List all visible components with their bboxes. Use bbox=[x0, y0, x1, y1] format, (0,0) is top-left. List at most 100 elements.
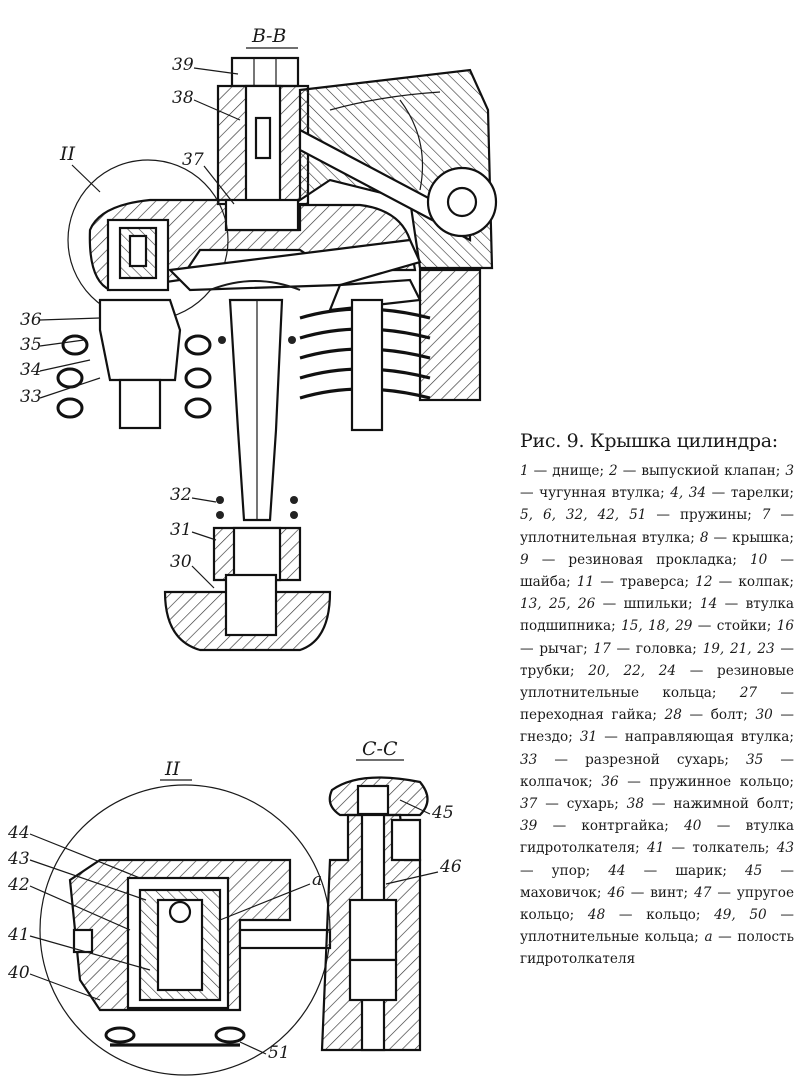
legend-text: — упругое кольцо; bbox=[520, 884, 795, 924]
legend-item: а — полость гидротолкателя bbox=[520, 929, 794, 967]
legend-number: 3 bbox=[785, 463, 794, 479]
callout-42: 42 bbox=[7, 875, 30, 895]
legend-item: 45 — маховичок; bbox=[520, 863, 794, 901]
legend-text: — втулка подшипника; bbox=[520, 596, 794, 635]
left-valve-stem bbox=[118, 378, 162, 430]
legend-number: 12 bbox=[695, 574, 713, 591]
main-section-view: В-В II bbox=[56, 25, 498, 652]
legend-text: — рычаг; bbox=[520, 640, 594, 657]
legend-text: — резиновые уплотнительные кольца; bbox=[520, 662, 794, 702]
legend-number: 47 bbox=[694, 884, 712, 901]
legend-item: 17 — головка; bbox=[593, 641, 702, 657]
callout-51: 51 bbox=[268, 1043, 290, 1063]
legend-text: — полость гидротолкателя bbox=[520, 929, 794, 968]
legend-text: — болт; bbox=[681, 707, 756, 724]
legend-number: 16 bbox=[776, 618, 795, 635]
right-housing bbox=[418, 268, 482, 402]
legend-text: — нажимной болт; bbox=[643, 796, 794, 813]
lever-arm bbox=[298, 128, 472, 242]
callout-41: 41 bbox=[7, 925, 30, 945]
legend-number: 45 bbox=[745, 862, 763, 879]
legend-number: 38 bbox=[626, 796, 644, 813]
legend-number: 39 bbox=[520, 818, 538, 835]
pushrod bbox=[228, 298, 284, 522]
legend-item: 43 — упор; bbox=[520, 840, 794, 878]
detail-label: II bbox=[164, 758, 181, 780]
legend-number: 13, 25, 26 bbox=[520, 596, 596, 613]
legend-item: 19, 21, 23 — трубки; bbox=[520, 641, 794, 679]
legend-item: 44 — шарик; bbox=[608, 863, 745, 879]
legend-text: — переходная гайка; bbox=[520, 685, 794, 724]
legend-number: 37 bbox=[520, 796, 538, 813]
legend-item: 20, 22, 24 — резиновые уплотнительные ко… bbox=[520, 663, 794, 701]
right-valve-stem bbox=[350, 298, 384, 432]
callout-44: 44 bbox=[7, 823, 30, 843]
legend-text: — гнездо; bbox=[520, 707, 794, 746]
traverse bbox=[167, 238, 422, 292]
section-cc-view: С-С bbox=[320, 738, 429, 1052]
legend-text: — стойки; bbox=[692, 618, 777, 635]
caption-title: Рис. 9. Крышка цилиндра: bbox=[520, 430, 778, 452]
callout-33: 33 bbox=[20, 387, 42, 407]
legend-item: 31 — направляющая втулка; bbox=[580, 729, 794, 745]
legend-text: — тарелки; bbox=[706, 485, 794, 502]
legend-item: 37 — сухарь; bbox=[520, 796, 627, 812]
legend-text: — упор; bbox=[520, 862, 609, 879]
legend-item: 9 — резиновая прокладка; bbox=[520, 552, 750, 568]
left-spring bbox=[56, 334, 212, 419]
legend-number: 17 bbox=[593, 640, 611, 657]
legend-item: 4, 34 — тарелки; bbox=[670, 485, 794, 501]
callout-39: 39 bbox=[172, 55, 194, 75]
legend-number: 49, 50 bbox=[714, 907, 767, 924]
callout-38: 38 bbox=[172, 88, 194, 108]
legend-item: 49, 50 — уплотнительные кольца; bbox=[520, 907, 794, 945]
section-label-cc: С-С bbox=[362, 738, 398, 760]
left-valve-cap bbox=[98, 298, 182, 382]
legend-text: — пружинное кольцо; bbox=[618, 773, 794, 790]
legend-item: 2 — выпускиой клапан; bbox=[609, 463, 785, 479]
legend-text: — уплотнительные кольца; bbox=[520, 907, 794, 946]
legend-number: 15, 18, 29 bbox=[621, 618, 693, 635]
detail-callout-label: II bbox=[59, 143, 76, 165]
caption-legend: 1 — днище; 2 — выпускиой клапан; 3 — чуг… bbox=[520, 460, 794, 971]
legend-number: 44 bbox=[608, 862, 626, 879]
callout-31: 31 bbox=[170, 520, 192, 540]
ball bbox=[168, 900, 192, 924]
legend-text: — направляющая втулка; bbox=[597, 729, 794, 746]
legend-item: 36 — пружинное кольцо; bbox=[601, 774, 794, 790]
legend-number: 36 bbox=[601, 773, 619, 790]
callout-45: 45 bbox=[431, 803, 454, 823]
callout-a: а bbox=[312, 870, 322, 890]
legend-number: 27 bbox=[739, 685, 758, 702]
legend-text: — шпильки; bbox=[595, 596, 700, 613]
legend-item: 13, 25, 26 — шпильки; bbox=[520, 596, 700, 612]
legend-number: 19, 21, 23 bbox=[702, 640, 775, 657]
legend-item: 8 — крышка; bbox=[700, 530, 794, 546]
legend-text: — винт; bbox=[624, 884, 695, 901]
legend-text: — уплотнительная втулка; bbox=[520, 507, 795, 546]
legend-number: 9 bbox=[520, 551, 529, 568]
callout-37: 37 bbox=[182, 150, 204, 170]
legend-item: 46 — винт; bbox=[607, 885, 694, 901]
legend-item: 28 — болт; bbox=[665, 707, 756, 723]
legend-number: 46 bbox=[607, 884, 625, 901]
legend-item: 41 — толкатель; bbox=[647, 840, 777, 856]
legend-item: 12 — колпак; bbox=[695, 574, 794, 590]
legend-number: а bbox=[704, 929, 713, 946]
callout-36: 36 bbox=[20, 310, 42, 330]
legend-text: — втулка гидротолкателя; bbox=[520, 818, 794, 857]
legend-item: 27 — переходная гайка; bbox=[520, 685, 794, 723]
legend-item: 48 — кольцо; bbox=[588, 907, 714, 923]
legend-number: 11 bbox=[576, 574, 595, 591]
legend-text: — сухарь; bbox=[537, 796, 627, 813]
legend-text: — головка; bbox=[610, 640, 703, 657]
legend-number: 43 bbox=[776, 840, 794, 857]
callout-46: 46 bbox=[439, 857, 462, 877]
legend-text: — контргайка; bbox=[537, 818, 685, 835]
legend-item: 10 — шайба; bbox=[520, 552, 794, 590]
legend-text: — чугунная втулка; bbox=[520, 485, 671, 502]
legend-text: — траверса; bbox=[594, 574, 696, 591]
legend-item: 35 — колпачок; bbox=[520, 752, 794, 790]
detail-view: II bbox=[39, 758, 332, 1076]
